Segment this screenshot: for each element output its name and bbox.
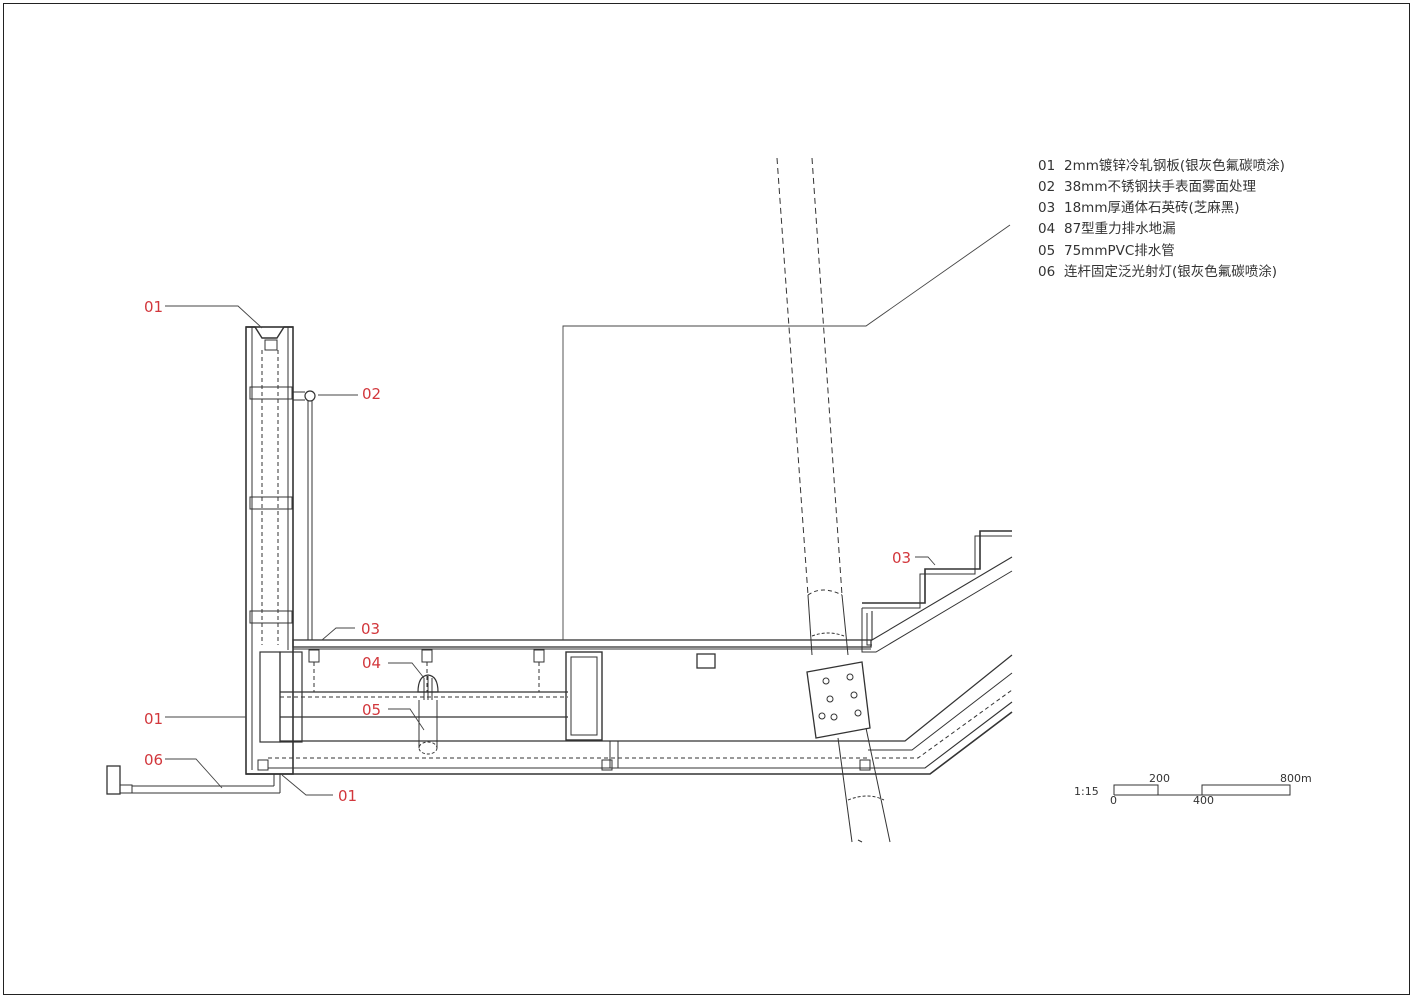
callout-05: 05 [362, 701, 381, 719]
callout-01-mid: 01 [144, 710, 163, 728]
callout-01-top: 01 [144, 298, 163, 316]
callout-03-floor: 03 [361, 620, 380, 638]
legend: 01 2mm镀锌冷轧钢板(银灰色氟碳喷涂) 02 38mm不锈钢扶手表面雾面处理… [1038, 157, 1285, 280]
scale-label-0: 0 [1110, 794, 1117, 807]
handrail [293, 390, 316, 640]
scale-label-200: 200 [1149, 772, 1170, 785]
leader-lines [165, 224, 1011, 796]
base-channel [246, 741, 871, 775]
callout-02: 02 [362, 385, 381, 403]
stair [861, 530, 1013, 775]
scale-bar [1113, 784, 1291, 796]
legend-num-5: 05 [1038, 243, 1055, 259]
legend-num-1: 01 [1038, 158, 1055, 174]
flood-light [106, 765, 281, 795]
scale-ratio: 1:15 [1074, 785, 1099, 798]
legend-num-3: 03 [1038, 200, 1055, 216]
floor-drain [417, 674, 439, 755]
sloped-tree-column [776, 157, 891, 843]
legend-text-6: 连杆固定泛光射灯(银灰色氟碳喷涂) [1064, 263, 1277, 280]
drawing-frame [3, 3, 1410, 995]
callout-04: 04 [362, 654, 381, 672]
legend-text-2: 38mm不锈钢扶手表面雾面处理 [1064, 179, 1256, 195]
legend-text-3: 18mm厚通体石英砖(芝麻黑) [1064, 199, 1240, 216]
scale-label-400: 400 [1193, 794, 1214, 807]
legend-text-4: 87型重力排水地漏 [1064, 221, 1176, 237]
callout-03-stair: 03 [892, 549, 911, 567]
legend-text-5: 75mmPVC排水管 [1064, 243, 1175, 259]
floor-substructure [259, 649, 868, 743]
legend-num-4: 04 [1038, 221, 1055, 237]
legend-num-6: 06 [1038, 264, 1055, 280]
callout-01-bottom: 01 [338, 787, 357, 805]
parapet-wall [245, 326, 294, 775]
callout-06: 06 [144, 751, 163, 769]
floor-stone [292, 639, 872, 650]
legend-text-1: 2mm镀锌冷轧钢板(银灰色氟碳喷涂) [1064, 157, 1285, 174]
scale-label-800: 800m [1280, 772, 1312, 785]
legend-num-2: 02 [1038, 179, 1055, 195]
